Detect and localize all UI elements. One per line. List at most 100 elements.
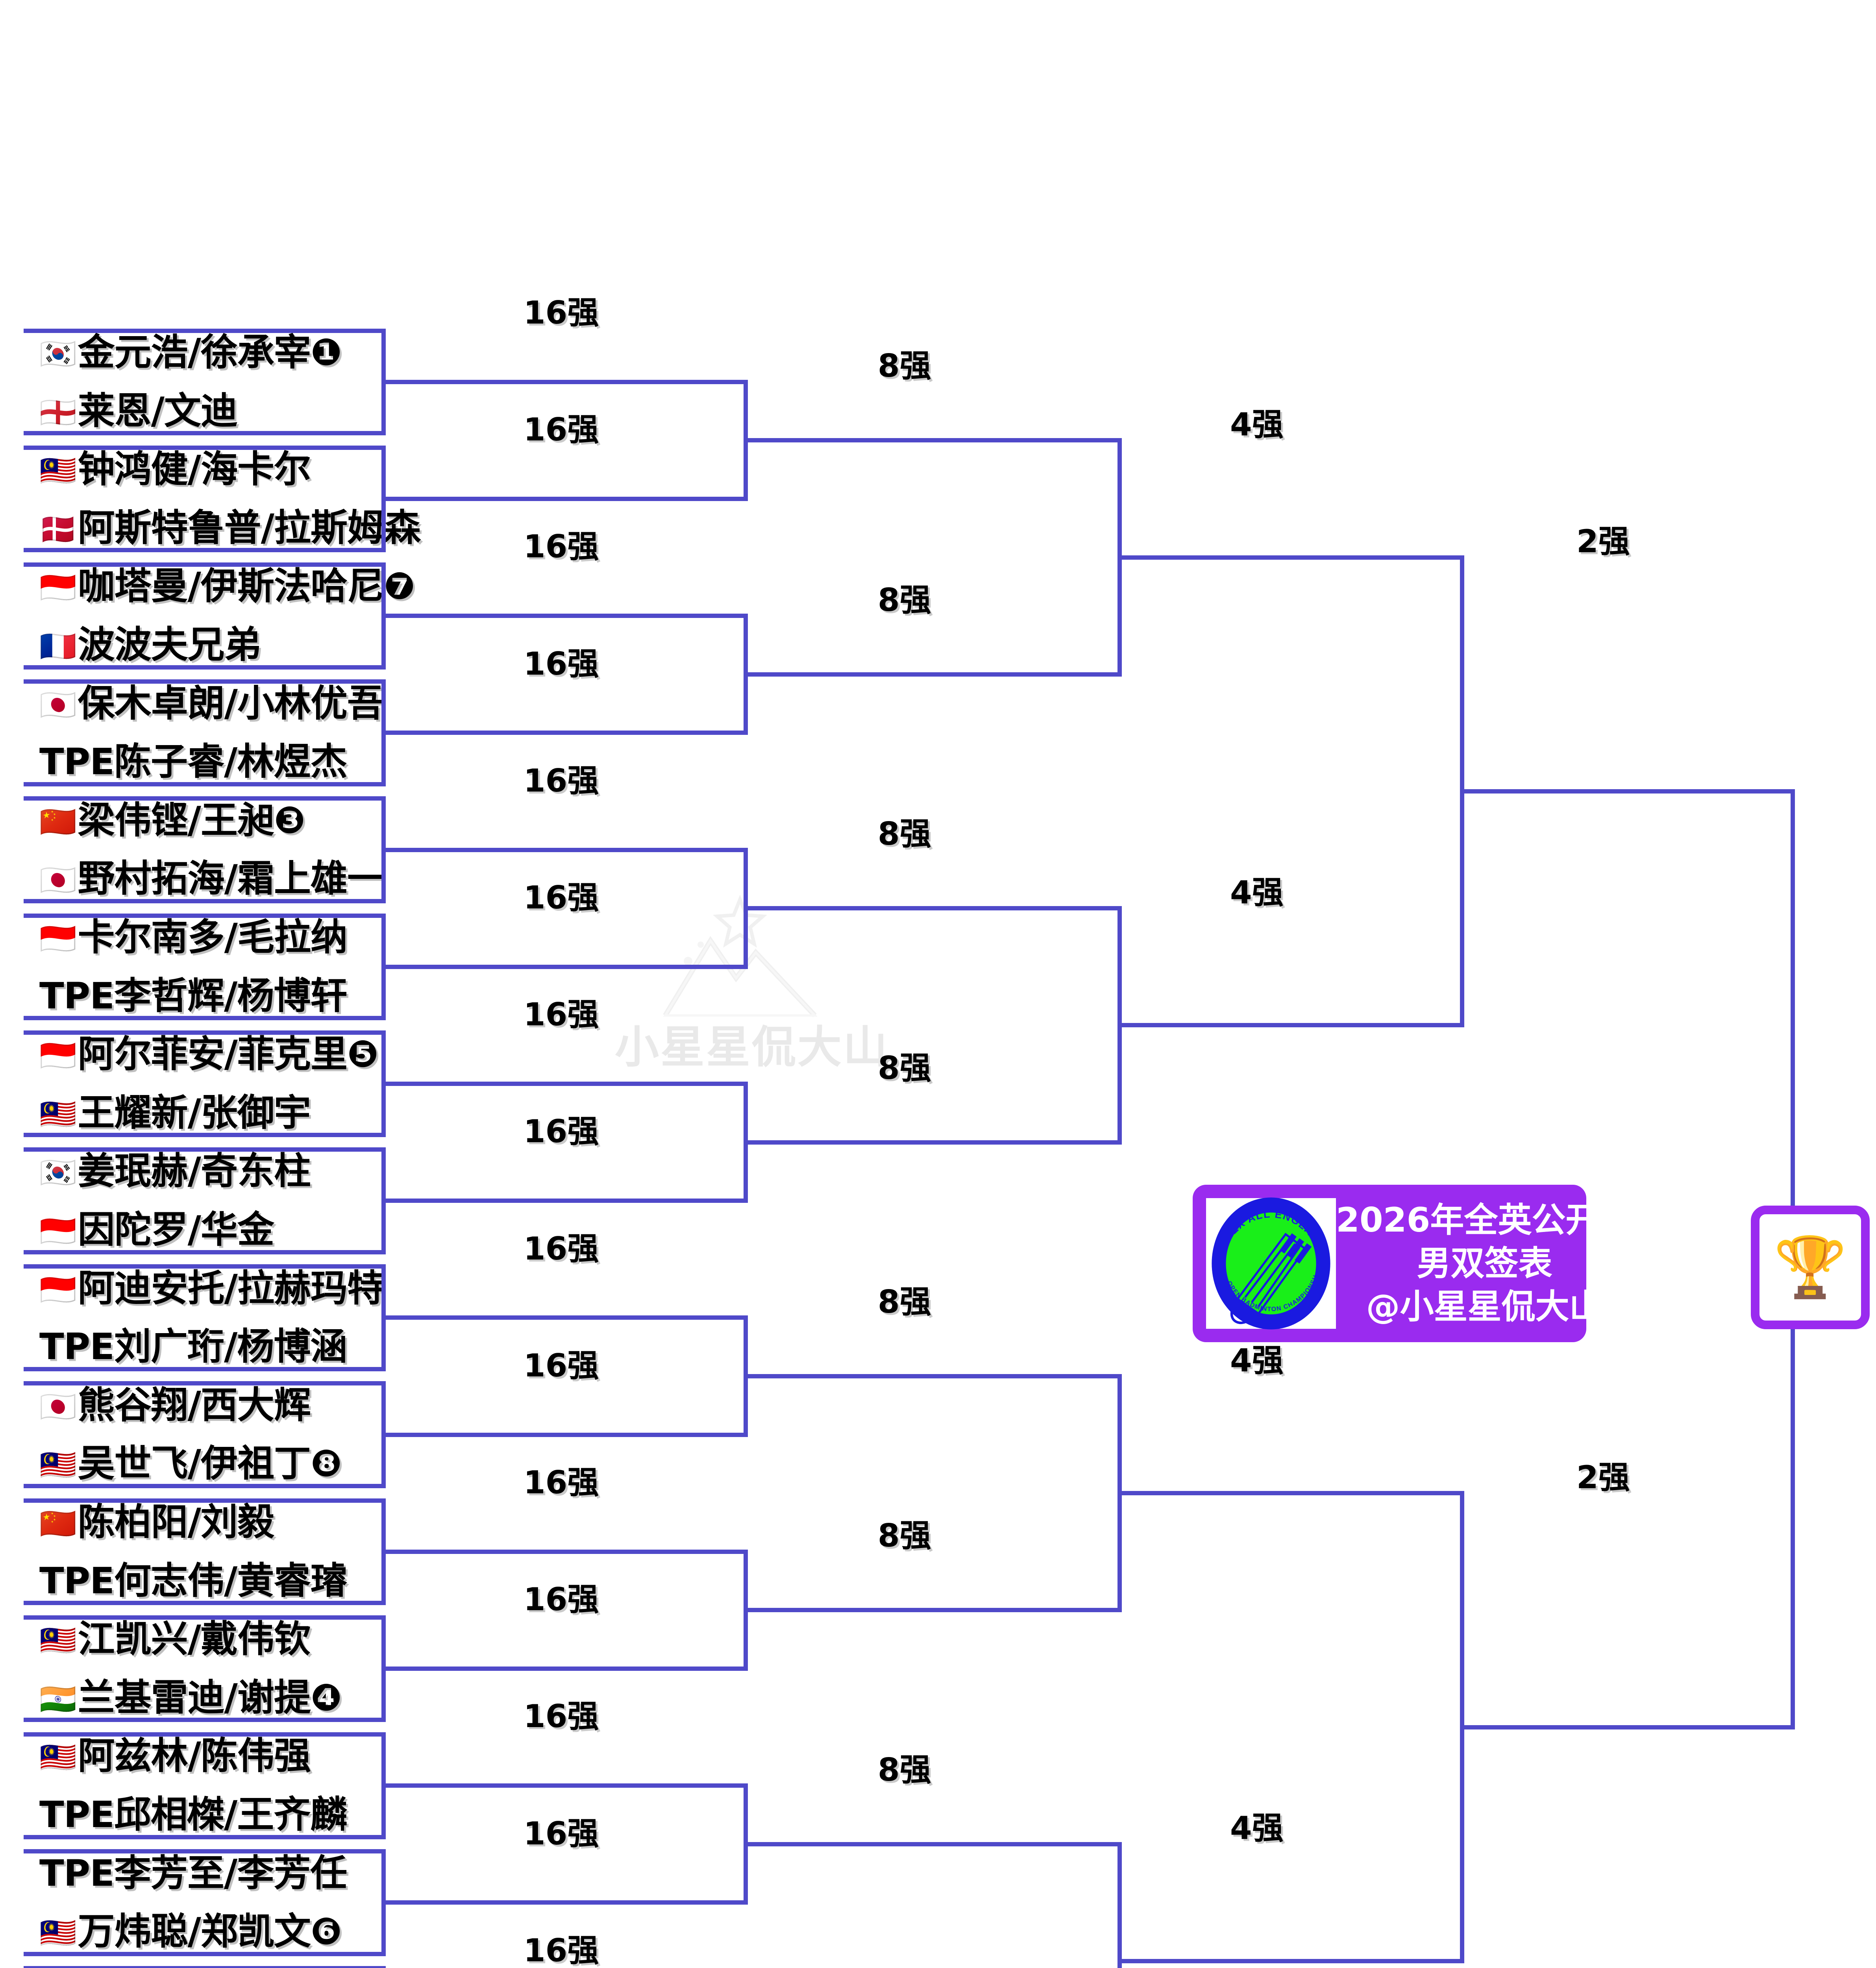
country-flag-icon: 🇲🇾 [39, 1915, 77, 1951]
r16-bracket-13-bottom [24, 1835, 386, 1839]
round-label-r16-1: 16强 [524, 294, 599, 331]
r4-bracket-4-right [1117, 1842, 1122, 1968]
player-name: 万炜聪/郑凯文❻ [78, 1910, 342, 1953]
player-entry: 🇯🇵熊谷翔/西大辉 [39, 1384, 311, 1428]
r2-bracket-1-top [1145, 555, 1464, 560]
yonex-all-england-logo: YONEX ALL ENGLAND OPEN BADMINTON CHAMPIO… [1206, 1195, 1336, 1330]
r16-bracket-15-top [24, 1966, 386, 1968]
country-code-label: TPE [39, 741, 115, 783]
player-name: 刘广珩/杨博涵 [114, 1325, 347, 1369]
r16-bracket-10-top [24, 1381, 386, 1386]
r4-bracket-1-bottom [771, 672, 1122, 677]
badminton-logo-icon: YONEX ALL ENGLAND OPEN BADMINTON CHAMPIO… [1206, 1195, 1330, 1330]
player-name: 江凯兴/戴伟钦 [78, 1618, 311, 1661]
r16-bracket-11-top [24, 1498, 386, 1503]
r4-stem-2 [1122, 1023, 1145, 1028]
r4-bracket-2-right [1117, 906, 1122, 1145]
r2-bracket-1-right [1460, 555, 1464, 1028]
round-label-r4-1: 4强 [1230, 406, 1284, 443]
r4-bracket-4-top [771, 1842, 1122, 1846]
r16-bracket-4-bottom [24, 782, 386, 786]
r8-bracket-7-top [409, 1783, 748, 1788]
player-entry: TPE陈子睿/林煜杰 [39, 740, 347, 784]
player-name: 咖塔曼/伊斯法哈尼❼ [78, 565, 415, 608]
r16-bracket-10-right [381, 1381, 386, 1488]
country-flag-icon: 🇨🇳 [39, 1506, 77, 1541]
country-flag-icon: 🇮🇩 [39, 1038, 77, 1073]
country-flag-icon: 🇲🇾 [39, 453, 77, 488]
player-entry: 🇨🇳陈柏阳/刘毅 [39, 1500, 274, 1544]
player-entry: 🇨🇳梁伟铿/王昶❸ [39, 799, 305, 843]
r8-bracket-5-top [409, 1315, 748, 1320]
country-flag-icon: 🇩🇰 [39, 511, 77, 547]
badge-title-block: 2026年全英公开赛 男双签表 @小星星侃大山 [1336, 1185, 1633, 1342]
r16-bracket-12-right [381, 1615, 386, 1722]
player-name: 保木卓朗/小林优吾 [78, 682, 384, 725]
player-name: 兰基雷迪/谢提❹ [78, 1676, 342, 1719]
r4-bracket-1-top [771, 438, 1122, 443]
country-code-label: TPE [39, 1326, 115, 1368]
r16-stem-2 [386, 497, 409, 501]
mountain-star-logo-icon [663, 894, 818, 1017]
r16-bracket-6-right [381, 913, 386, 1021]
r8-stem-6 [748, 1608, 771, 1613]
player-entry: 🇯🇵野村拓海/霜上雄一 [39, 857, 384, 901]
player-entry: TPE李哲辉/杨博轩 [39, 974, 347, 1018]
r2-stem-2 [1464, 1725, 1488, 1729]
round-label-r4-4: 4强 [1230, 1810, 1284, 1847]
r16-bracket-7-top [24, 1030, 386, 1035]
r2-bracket-1-bottom [1145, 1023, 1464, 1028]
player-name: 阿兹林/陈伟强 [78, 1735, 311, 1778]
r16-bracket-3-right [381, 562, 386, 670]
player-name: 李哲辉/杨博轩 [114, 974, 347, 1017]
r4-bracket-3-bottom [771, 1608, 1122, 1613]
r2-bracket-2-right [1460, 1491, 1464, 1963]
r16-bracket-7-right [381, 1030, 386, 1138]
round-label-r4-3: 4强 [1230, 1342, 1284, 1379]
player-name: 熊谷翔/西大辉 [78, 1384, 311, 1427]
player-entry: 🇮🇩因陀罗/华金 [39, 1208, 274, 1252]
r16-bracket-8-top [24, 1147, 386, 1152]
country-flag-icon: 🇰🇷 [39, 336, 77, 371]
badge-title-line2: 男双签表 [1417, 1243, 1552, 1283]
r16-bracket-4-top [24, 679, 386, 684]
r16-stem-10 [386, 1432, 409, 1437]
player-name: 波波夫兄弟 [78, 623, 261, 666]
r4-stem-4 [1122, 1959, 1145, 1963]
watermark-text: 小星星侃大山 [615, 1022, 889, 1073]
round-label-r8-1: 8强 [878, 348, 931, 385]
r16-bracket-8-right [381, 1147, 386, 1254]
r4-bracket-3-top [771, 1374, 1122, 1378]
r16-bracket-2-bottom [24, 548, 386, 553]
r8-bracket-7-right [744, 1783, 748, 1905]
country-flag-icon: 🇮🇩 [39, 570, 77, 605]
r8-stem-4 [748, 1140, 771, 1145]
r16-bracket-10-bottom [24, 1483, 386, 1488]
player-name: 莱恩/文迪 [78, 389, 238, 433]
player-entry: TPE邱相榤/王齐麟 [39, 1793, 347, 1837]
r4-bracket-2-bottom [771, 1140, 1122, 1145]
r16-bracket-8-bottom [24, 1250, 386, 1254]
country-flag-icon: 🇲🇾 [39, 1096, 77, 1132]
player-entry: 🇫🇷波波夫兄弟 [39, 623, 261, 667]
round-label-r16-6: 16强 [524, 879, 599, 916]
round-label-r8-4: 8强 [878, 1049, 931, 1086]
r16-bracket-2-top [24, 445, 386, 450]
r8-bracket-1-bottom [409, 497, 748, 501]
country-flag-icon: 🇲🇾 [39, 1623, 77, 1658]
r16-bracket-13-top [24, 1732, 386, 1737]
country-flag-icon: 🇮🇩 [39, 1213, 77, 1248]
r8-bracket-6-bottom [409, 1667, 748, 1671]
r4-bracket-2-top [771, 906, 1122, 911]
player-entry: 🇲🇾阿兹林/陈伟强 [39, 1734, 311, 1778]
final-stem-top [1488, 789, 1795, 793]
player-entry: 🇲🇾吴世飞/伊祖丁❽ [39, 1442, 342, 1486]
country-flag-icon: 🇫🇷 [39, 629, 77, 664]
r4-stem-3 [1122, 1491, 1145, 1496]
r8-bracket-1-right [744, 379, 748, 501]
round-label-r8-2: 8强 [878, 581, 931, 618]
round-label-r16-13: 16强 [524, 1698, 599, 1735]
r16-stem-1 [386, 379, 409, 384]
badge-title-line3: @小星星侃大山 [1366, 1287, 1603, 1327]
